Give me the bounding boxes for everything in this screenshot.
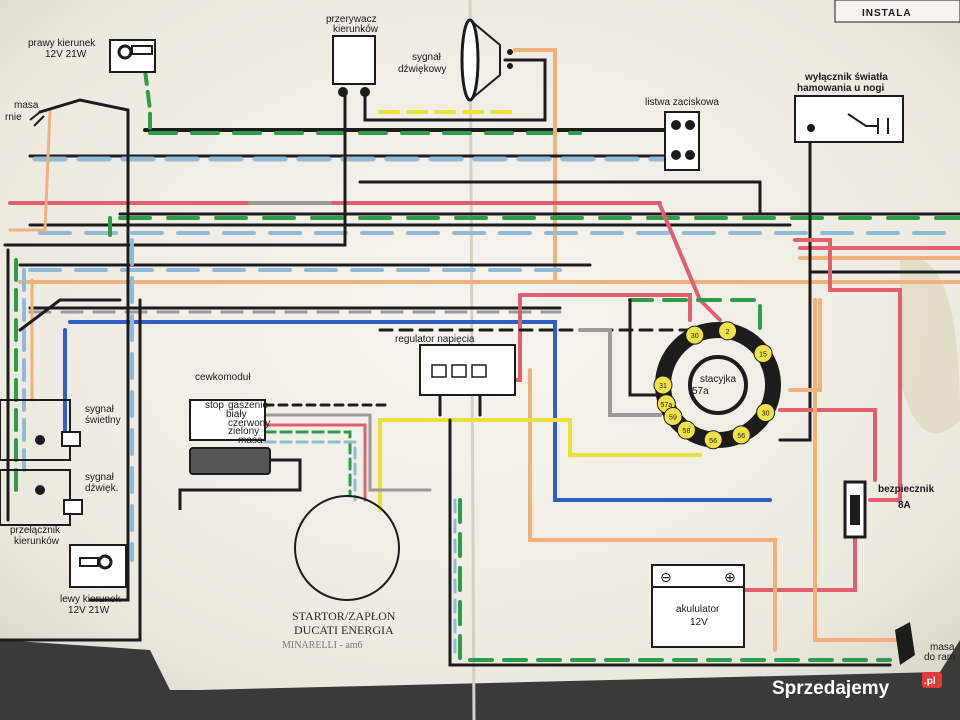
ignition-terminal-label: 30 [762, 411, 770, 418]
battery-plus-icon: ⊕ [724, 570, 736, 586]
cdi-wire-white: biały [226, 409, 247, 420]
wire-black-6 [3, 93, 347, 247]
ignition-terminal-pad [753, 343, 773, 363]
fuse [843, 480, 867, 539]
left-indicator-lamp [69, 544, 127, 588]
cdi-wire-labels: stop gaszenie biały czerwony zielony mas… [205, 400, 270, 446]
ignition-terminal-pad [676, 420, 696, 440]
wire-left-green [143, 68, 152, 132]
ground-left-icon [29, 111, 45, 127]
header-box [834, 0, 960, 23]
wire-yellow-regulator [378, 418, 702, 457]
fuse-label: bezpiecznik 8A [878, 484, 937, 511]
ignition-terminal-label: 56 [709, 438, 717, 445]
starter-label: STARTOR/ZAPŁON DUCATI ENERGIA MINARELLI … [282, 609, 398, 651]
right-indicator-lamp [109, 39, 156, 73]
horn [460, 18, 513, 102]
battery: ⊖ ⊕ [651, 564, 745, 648]
wire-cdi-red [263, 423, 367, 502]
wire-black-leftdiag [18, 298, 122, 332]
breaker-label: przerywacz kierunków [326, 14, 379, 35]
wire-cdi-white [263, 413, 432, 492]
wire-pink-fuse [793, 238, 902, 502]
ignition-terminal-pad [731, 425, 751, 445]
ignition-terminal-pad [685, 325, 705, 345]
wire-left-orange [8, 108, 52, 232]
cdi-wire-red: czerwony [228, 418, 270, 429]
wire-green-switch [628, 298, 762, 332]
left-indicator-label: lewy kierunek 12V 21W [60, 594, 123, 616]
right-indicator-label: prawy kierunek 12V 21W [28, 38, 98, 60]
wire-orange-battery [528, 368, 777, 652]
brake-light-switch [794, 95, 904, 143]
wire-ground-left [38, 98, 130, 114]
wire-pink-switch-right [778, 408, 877, 482]
wiring-harness [0, 48, 960, 667]
ignition-terminal-label: 2 [726, 329, 730, 336]
ignition-terminal-label: 59 [669, 415, 677, 422]
ignition-switch-label: stacyjka 57a [692, 374, 739, 397]
wire-black-horn [363, 58, 547, 122]
wire-left-black-2 [0, 298, 142, 642]
wire-black-switch-left [628, 298, 662, 397]
watermark-brand: Sprzedajemy [772, 678, 890, 699]
battery-label: akululator 12V [676, 604, 722, 628]
ignition-terminal-pad [663, 407, 683, 427]
battery-minus-icon: ⊖ [660, 570, 672, 586]
ground-right-icon [895, 622, 915, 665]
light-signal-switch [0, 399, 81, 461]
ignition-terminal-pad [718, 321, 738, 341]
cdi-label: cewkomoduł [195, 372, 251, 383]
wire-cdi-green [263, 430, 352, 497]
ground-right-label: masa do ram [924, 642, 957, 663]
ignition-terminal-label: 58 [683, 428, 691, 435]
cdi-wire-green: zielony [228, 426, 259, 437]
terminal-strip [664, 111, 700, 171]
watermark-suffix: .pl [924, 676, 936, 687]
ignition-terminal-label: 15 [759, 351, 767, 358]
ignition-terminal-label: 57a [660, 402, 672, 409]
wire-red-regulator [518, 293, 692, 322]
wire-bottom-green [458, 498, 892, 662]
stator-ignition [294, 495, 400, 601]
brake-switch-label: wyłącznik światła hamowania u nogi [797, 72, 891, 94]
wire-orange-ground [813, 298, 902, 642]
voltage-regulator [419, 344, 516, 396]
ignition-terminal-label: 56 [737, 433, 745, 440]
watermark-badge [922, 672, 942, 688]
ignition-terminal-label: 30 [691, 333, 699, 340]
header-title: INSTALA [862, 8, 912, 19]
wire-cdi-ground [263, 440, 357, 502]
light-signal-label: sygnał świetlny [85, 404, 121, 426]
wire-gray-switch [578, 328, 662, 417]
ignition-terminal-pad [703, 430, 723, 450]
indicator-switch-label: przełącznik kierunków [10, 525, 63, 547]
horn-label: sygnał dźwiękowy [398, 52, 446, 75]
ignition-terminal-label: 31 [659, 383, 667, 390]
paper-stain [900, 258, 960, 434]
cdi-module [178, 399, 302, 510]
wire-bottom-black [448, 418, 892, 667]
wire-left-black [88, 108, 130, 602]
horn-signal-label: sygnał dźwięk. [85, 472, 118, 494]
wire-black-brake [778, 128, 812, 442]
flasher-breaker [332, 35, 376, 97]
terminal-strip-label: listwa zaciskowa [645, 97, 719, 108]
wire-orange-switch [788, 298, 822, 392]
cdi-wire-kill: gaszenie [228, 400, 268, 411]
ignition-terminal-pad [756, 403, 776, 422]
watermark: Sprzedajemy .pl [772, 672, 942, 699]
ignition-terminal-pad [653, 375, 673, 395]
horn-signal-switch [0, 469, 83, 526]
ground-left-label: masa rnie [5, 100, 41, 123]
ignition-terminals: 30 2 31 57a 30 15 56 59 58 56 [653, 321, 776, 450]
cdi-wire-ground: masa [238, 435, 263, 446]
wire-blue-9 [68, 320, 772, 502]
regulator-label: regulator napięcia [395, 334, 475, 345]
cdi-wire-stop: stop [205, 400, 224, 411]
